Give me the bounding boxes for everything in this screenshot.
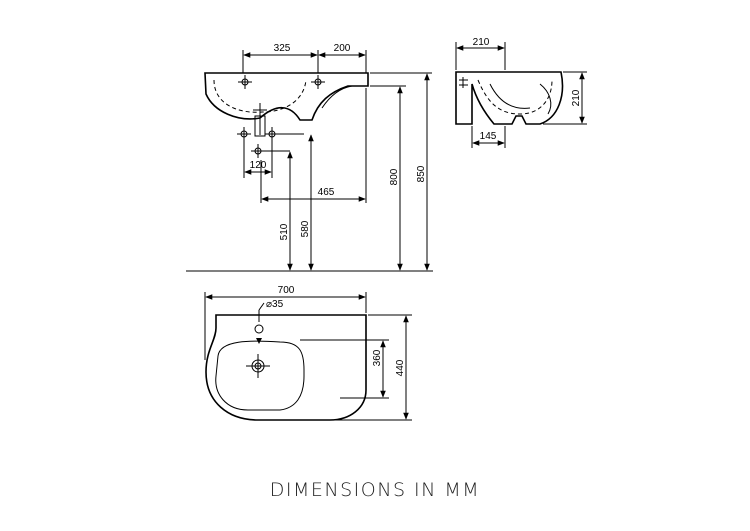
dim-440: 440 [395, 359, 406, 376]
dim-145: 145 [480, 131, 497, 142]
tap-hole-right-marker [311, 75, 325, 89]
dim-200: 200 [334, 43, 351, 54]
dim-360: 360 [372, 349, 383, 366]
dim-325: 325 [274, 43, 291, 54]
basin-plan-outline [205, 314, 367, 421]
waste-marker [253, 103, 267, 137]
dim-580: 580 [300, 220, 311, 237]
tap-hole-left-marker [238, 75, 252, 89]
pedestal-curve [321, 85, 353, 109]
bowl-plan-outline [215, 340, 305, 411]
trap-hole [251, 144, 290, 158]
front-elevation: 325 200 120 465 510 580 800 850 [186, 43, 433, 272]
dim-465: 465 [318, 187, 335, 198]
dim-210-top: 210 [473, 37, 490, 48]
dim-510: 510 [279, 223, 290, 240]
dim-800: 800 [389, 168, 400, 185]
waste-plan-marker [246, 354, 270, 378]
side-fixing-marker [459, 77, 468, 88]
dim-700: 700 [278, 285, 295, 296]
dim-35: ⌀35 [266, 299, 284, 310]
fixing-hole-right [265, 127, 304, 141]
dim-210-side: 210 [571, 89, 582, 106]
bowl-hidden-line [213, 79, 307, 113]
plan-view: ⌀35 700 360 440 [204, 285, 412, 421]
caption: DIMENSIONS IN MM [269, 479, 481, 501]
dim-850: 850 [416, 165, 427, 182]
dim-120: 120 [250, 160, 267, 171]
basin-front-outline [204, 72, 369, 121]
basin-side-outline [455, 71, 564, 125]
tap-hole-plan [254, 324, 264, 334]
side-elevation: 210 210 145 [455, 37, 587, 148]
